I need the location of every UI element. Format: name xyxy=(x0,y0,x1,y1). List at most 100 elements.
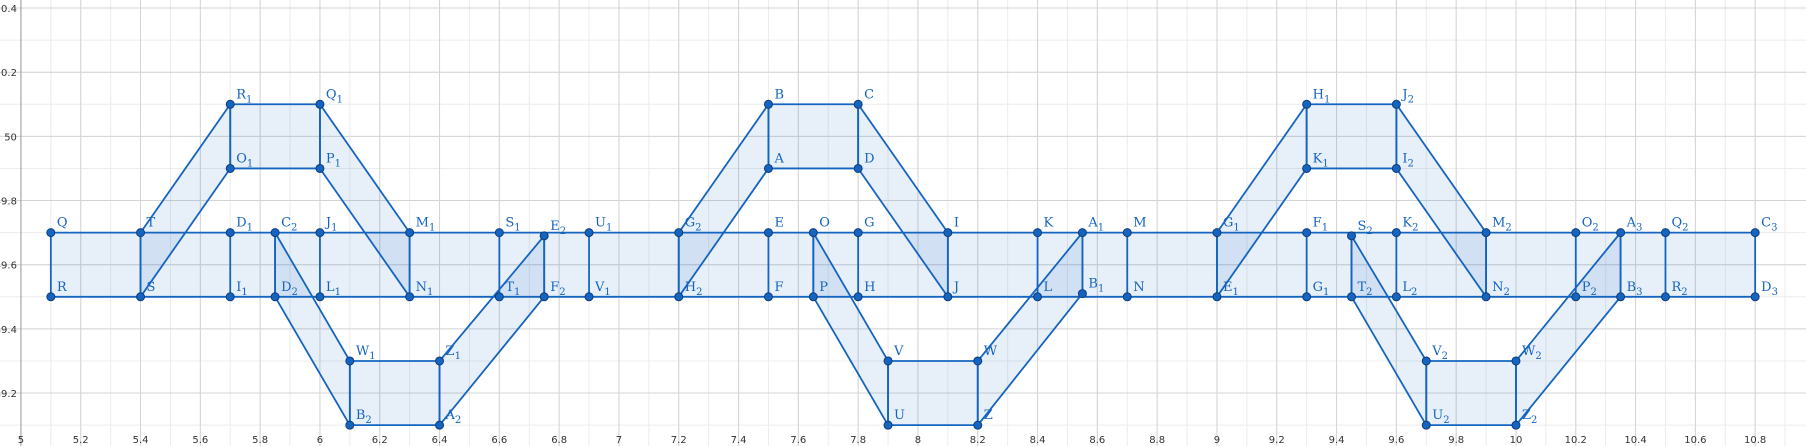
point-W1[interactable] xyxy=(345,356,355,366)
x-tick-label: 8.4 xyxy=(1030,435,1046,446)
point-label: C2 xyxy=(281,216,297,234)
point-A2[interactable] xyxy=(435,420,445,430)
point-I1[interactable] xyxy=(225,292,235,302)
point-S[interactable] xyxy=(136,292,146,302)
point-K1[interactable] xyxy=(1302,163,1312,173)
point-O1[interactable] xyxy=(225,163,235,173)
point-G1[interactable] xyxy=(1212,228,1222,238)
point-P2[interactable] xyxy=(1571,292,1581,302)
point-K[interactable] xyxy=(1033,228,1043,238)
point-G[interactable] xyxy=(853,228,863,238)
point-T1[interactable] xyxy=(494,292,504,302)
x-tick-label: 5.6 xyxy=(192,435,208,446)
point-M[interactable] xyxy=(1122,228,1132,238)
point-B[interactable] xyxy=(763,99,773,109)
point-D1[interactable] xyxy=(225,228,235,238)
point-H2[interactable] xyxy=(674,292,684,302)
point-U1[interactable] xyxy=(584,228,594,238)
point-D3[interactable] xyxy=(1750,292,1760,302)
point-label: D3 xyxy=(1761,280,1778,298)
point-V1[interactable] xyxy=(584,292,594,302)
point-B1[interactable] xyxy=(1077,289,1087,299)
point-label: R xyxy=(57,280,68,295)
point-E[interactable] xyxy=(763,228,773,238)
point-V[interactable] xyxy=(883,356,893,366)
point-Z2[interactable] xyxy=(1511,420,1521,430)
point-label: L2 xyxy=(1402,280,1417,298)
point-U[interactable] xyxy=(883,420,893,430)
point-label: C xyxy=(864,87,874,102)
point-A3[interactable] xyxy=(1616,228,1626,238)
point-C2[interactable] xyxy=(270,228,280,238)
y-tick-label: 50 xyxy=(4,132,17,143)
point-A1[interactable] xyxy=(1077,228,1087,238)
point-Q1[interactable] xyxy=(315,99,325,109)
point-Z[interactable] xyxy=(973,420,983,430)
point-P1[interactable] xyxy=(315,163,325,173)
point-D[interactable] xyxy=(853,163,863,173)
point-J2[interactable] xyxy=(1391,99,1401,109)
point-W[interactable] xyxy=(973,356,983,366)
x-tick-label: 8.8 xyxy=(1149,435,1165,446)
point-B3[interactable] xyxy=(1616,292,1626,302)
point-Q2[interactable] xyxy=(1660,228,1670,238)
point-L2[interactable] xyxy=(1391,292,1401,302)
point-Q[interactable] xyxy=(46,228,56,238)
point-E1[interactable] xyxy=(1212,292,1222,302)
point-label: P1 xyxy=(326,151,341,169)
point-G1[interactable] xyxy=(1302,292,1312,302)
point-N2[interactable] xyxy=(1481,292,1491,302)
point-F1[interactable] xyxy=(1302,228,1312,238)
point-I[interactable] xyxy=(943,228,953,238)
point-label: A3 xyxy=(1626,216,1643,234)
point-B2[interactable] xyxy=(345,420,355,430)
point-C3[interactable] xyxy=(1750,228,1760,238)
point-A[interactable] xyxy=(763,163,773,173)
point-R2[interactable] xyxy=(1660,292,1670,302)
point-R[interactable] xyxy=(46,292,56,302)
point-J[interactable] xyxy=(943,292,953,302)
point-N[interactable] xyxy=(1122,292,1132,302)
point-W2[interactable] xyxy=(1511,356,1521,366)
point-N1[interactable] xyxy=(405,292,415,302)
point-H1[interactable] xyxy=(1302,99,1312,109)
point-label: B3 xyxy=(1627,280,1643,298)
point-label: U2 xyxy=(1432,408,1449,426)
point-F[interactable] xyxy=(763,292,773,302)
x-tick-label: 6.2 xyxy=(372,435,388,446)
point-P[interactable] xyxy=(808,292,818,302)
point-S1[interactable] xyxy=(494,228,504,238)
point-U2[interactable] xyxy=(1421,420,1431,430)
point-I2[interactable] xyxy=(1391,163,1401,173)
point-label: D2 xyxy=(281,280,298,298)
point-T2[interactable] xyxy=(1347,292,1357,302)
point-H[interactable] xyxy=(853,292,863,302)
point-K2[interactable] xyxy=(1391,228,1401,238)
y-tick-label: 49.6 xyxy=(0,261,17,272)
point-M1[interactable] xyxy=(405,228,415,238)
point-R1[interactable] xyxy=(225,99,235,109)
point-label: Z xyxy=(984,408,993,423)
point-E2[interactable] xyxy=(539,231,549,241)
point-L[interactable] xyxy=(1033,292,1043,302)
point-O[interactable] xyxy=(808,228,818,238)
point-O2[interactable] xyxy=(1571,228,1581,238)
x-tick-label: 9.8 xyxy=(1448,435,1464,446)
point-Z1[interactable] xyxy=(435,356,445,366)
point-G2[interactable] xyxy=(674,228,684,238)
point-D2[interactable] xyxy=(270,292,280,302)
point-label: U1 xyxy=(595,216,612,234)
point-L1[interactable] xyxy=(315,292,325,302)
point-T[interactable] xyxy=(136,228,146,238)
point-label: F1 xyxy=(1313,216,1328,234)
point-V2[interactable] xyxy=(1421,356,1431,366)
point-S2[interactable] xyxy=(1347,231,1357,241)
point-label: P2 xyxy=(1582,280,1597,298)
point-label: E1 xyxy=(1223,280,1239,298)
point-M2[interactable] xyxy=(1481,228,1491,238)
point-F2[interactable] xyxy=(539,292,549,302)
point-C[interactable] xyxy=(853,99,863,109)
point-J1[interactable] xyxy=(315,228,325,238)
x-tick-label: 9.2 xyxy=(1269,435,1285,446)
